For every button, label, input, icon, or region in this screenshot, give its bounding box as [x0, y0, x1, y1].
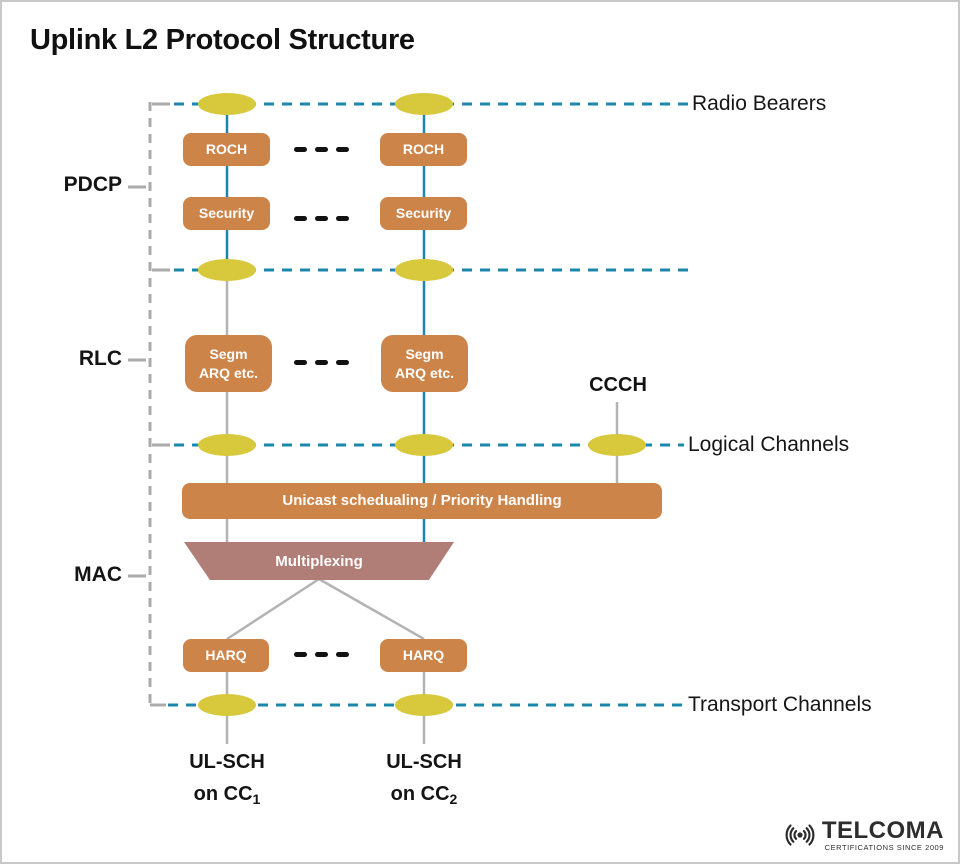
- harq-box-cc2: HARQ: [380, 639, 467, 672]
- layer-label-pdcp: PDCP: [63, 173, 122, 196]
- security-box-cc1: Security: [183, 197, 270, 230]
- roch-box-cc2: ROCH: [380, 133, 467, 166]
- roch-box-cc1: ROCH: [183, 133, 270, 166]
- arq-label: ARQ etc.: [198, 364, 259, 381]
- signal-waves-icon: [781, 817, 819, 853]
- ulsch-line2: on CC1: [193, 783, 261, 807]
- ccch-label: CCCH: [589, 374, 647, 396]
- security-label: Security: [198, 205, 255, 222]
- security-box-cc2: Security: [380, 197, 467, 230]
- continuation-dashes-icon: [294, 652, 349, 657]
- sap-ellipse: [198, 93, 256, 115]
- segm-label: Segm: [209, 346, 248, 363]
- unicast-scheduling-box: Unicast schedualing / Priority Handling: [182, 483, 662, 519]
- layer-label-mac: MAC: [74, 563, 122, 586]
- segm-arq-box-cc1: Segm ARQ etc.: [185, 335, 272, 392]
- ulsch-line2: on CC2: [390, 783, 458, 807]
- logical-channels-label: Logical Channels: [688, 433, 850, 456]
- ulsch-line1: UL-SCH: [189, 751, 265, 773]
- logo-name: TELCOMA: [821, 816, 944, 844]
- page-title: Uplink L2 Protocol Structure: [30, 24, 415, 56]
- cc1-subscript: 1: [252, 791, 261, 807]
- sap-ellipse: [198, 259, 256, 281]
- logo-tagline: CERTIFICATIONS SINCE 2009: [824, 842, 944, 852]
- arq-label: ARQ etc.: [394, 364, 455, 381]
- transport-channels-label: Transport Channels: [688, 693, 872, 716]
- sap-ellipse: [395, 694, 453, 716]
- ulsch-line1: UL-SCH: [386, 751, 462, 773]
- sap-ellipse: [198, 434, 256, 456]
- radio-bearers-label: Radio Bearers: [692, 92, 827, 115]
- telcoma-logo: TELCOMA CERTIFICATIONS SINCE 2009: [781, 817, 944, 853]
- roch-label: ROCH: [402, 141, 445, 158]
- ulsch-cc2-label: UL-SCH on CC2: [359, 746, 489, 810]
- segm-label: Segm: [405, 346, 444, 363]
- continuation-dashes-icon: [294, 147, 349, 152]
- unicast-scheduling-label: Unicast schedualing / Priority Handling: [282, 492, 562, 510]
- multiplexing-trapezoid: Multiplexing: [184, 542, 454, 580]
- sap-ellipse: [588, 434, 646, 456]
- sap-ellipse: [395, 93, 453, 115]
- roch-label: ROCH: [205, 141, 248, 158]
- multiplexing-label: Multiplexing: [275, 552, 363, 570]
- segm-arq-box-cc2: Segm ARQ etc.: [381, 335, 468, 392]
- security-label: Security: [395, 205, 452, 222]
- continuation-dashes-icon: [294, 216, 349, 221]
- ulsch-cc1-label: UL-SCH on CC1: [162, 746, 292, 810]
- continuation-dashes-icon: [294, 360, 349, 365]
- layer-label-rlc: RLC: [78, 347, 122, 370]
- harq-label: HARQ: [205, 647, 247, 664]
- harq-box-cc1: HARQ: [183, 639, 269, 672]
- harq-label: HARQ: [402, 647, 445, 664]
- sap-ellipse: [395, 259, 453, 281]
- cc2-subscript: 2: [449, 791, 458, 807]
- sap-ellipse: [395, 434, 453, 456]
- sap-ellipse: [198, 694, 256, 716]
